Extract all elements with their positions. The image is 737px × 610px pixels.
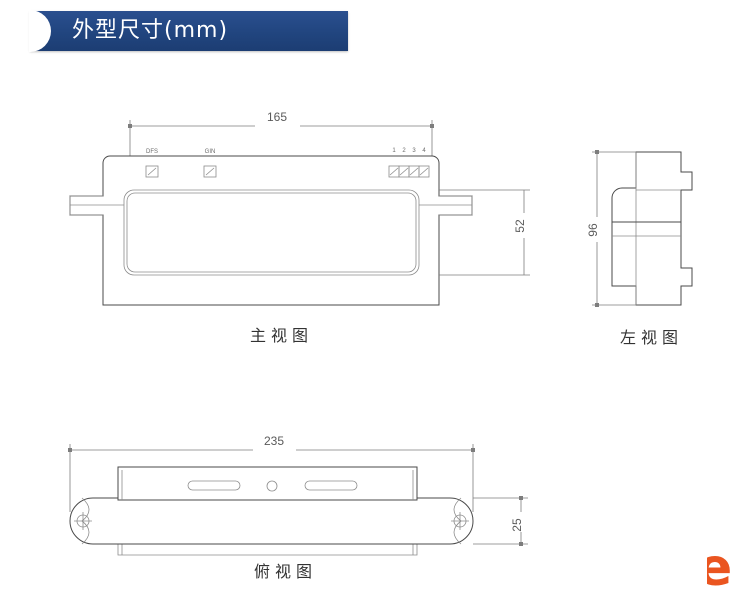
dim-tick-25-bottom [519,542,523,546]
left-profile-outline [611,151,693,306]
terminal-slot-3 [409,167,419,176]
corner-watermark-logo: e [707,548,737,592]
front-inner-panel-inner [126,192,417,273]
vent-slot-left [187,480,241,491]
terminal-slot-1 [389,167,399,176]
dim-tick-96-top [595,150,599,154]
dim-tick-left [128,124,132,128]
top-view-group: 235 25 [68,434,528,556]
right-flange [439,195,473,216]
dim-tick-235-left [68,448,72,452]
caption-left-view: 左视图 [620,328,684,347]
dim-label-52: 52 [513,219,527,233]
dim-tick-235-right [471,448,475,452]
terminal-label-4: 4 [422,148,426,154]
front-inner-panel-outer [123,189,420,276]
left-flange [69,195,103,216]
section-title-banner: 外型尺寸(mm) [29,10,348,52]
top-bracket-plate [69,497,474,545]
terminal-label-3: 3 [412,148,416,154]
port-label-dfs: DFS [146,149,158,155]
page-title: 外型尺寸(mm) [72,18,229,43]
dim-label-235: 235 [264,434,284,448]
dim-tick-96-bottom [595,303,599,307]
vent-slot-right [304,480,358,491]
terminal-label-1: 1 [392,148,396,154]
port-dfs-socket [145,165,159,178]
terminal-slot-4 [419,167,429,176]
dim-tick-25-top [519,496,523,500]
front-view-group: 165 DFS GIN 1 2 3 4 [69,110,530,306]
terminal-slot-2 [399,167,409,176]
caption-top-view: 俯视图 [254,562,318,581]
dim-label-25: 25 [510,518,524,532]
dim-label-96: 96 [586,223,600,237]
logo-glyph: e [707,548,733,592]
center-hole [266,480,278,492]
port-dfs-slot [147,167,157,176]
dim-label-165: 165 [267,110,287,124]
front-body-outline [69,155,473,306]
left-view-group: 96 [586,150,693,307]
terminal-label-2: 2 [402,148,406,154]
caption-front-view: 主视图 [250,326,314,345]
dim-tick-right [430,124,434,128]
port-gin-socket [203,165,217,178]
port-label-gin: GIN [205,149,216,155]
port-gin-slot [205,167,215,176]
terminal-socket-4 [418,165,430,178]
